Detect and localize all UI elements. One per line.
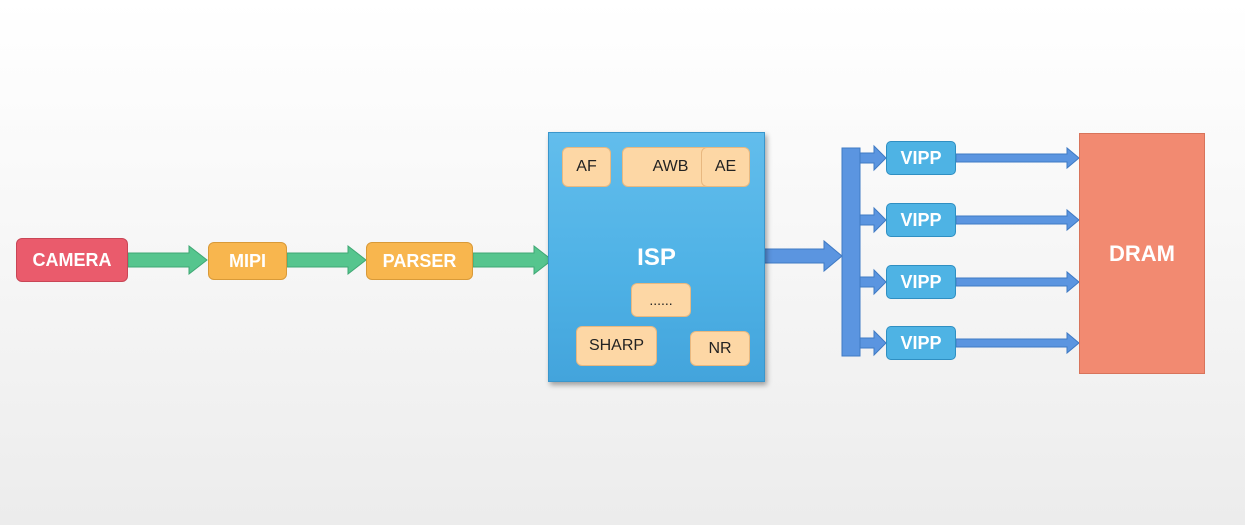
arrow-bus-to-vipp-2	[859, 206, 887, 234]
vipp-label-1: VIPP	[900, 147, 942, 168]
arrow-bus-to-vipp-3	[859, 268, 887, 296]
mipi-label: MIPI	[228, 250, 266, 271]
arrow-camera-to-mipi	[127, 244, 208, 276]
isp-module-ae: AE	[701, 147, 750, 187]
isp-label: ISP	[637, 244, 676, 271]
vipp-node-4: VIPP	[886, 326, 956, 360]
vipp-label-4: VIPP	[900, 332, 942, 353]
isp-module-nr: NR	[690, 331, 750, 366]
sharp-label: SHARP	[588, 337, 645, 354]
distribution-bus	[841, 147, 861, 357]
arrow-bus-to-vipp-1	[859, 144, 887, 172]
arrow-bus-to-vipp-4	[859, 329, 887, 357]
isp-module-af: AF	[562, 147, 611, 187]
ae-label: AE	[714, 158, 737, 175]
arrow-vipp-3-to-dram	[955, 270, 1080, 294]
vipp-node-3: VIPP	[886, 265, 956, 299]
dram-label: DRAM	[1109, 240, 1175, 266]
arrow-vipp-2-to-dram	[955, 208, 1080, 232]
dram-node: DRAM	[1079, 133, 1205, 374]
isp-module-sharp: SHARP	[576, 326, 657, 366]
isp-block: AF AWB AE ISP ...... SHARP NR	[548, 132, 765, 382]
more-label: ......	[649, 292, 673, 308]
parser-node: PARSER	[366, 242, 473, 280]
arrow-vipp-4-to-dram	[955, 331, 1080, 355]
vipp-label-3: VIPP	[900, 271, 942, 292]
isp-module-more: ......	[631, 283, 691, 317]
arrow-isp-to-bus	[762, 239, 843, 273]
arrow-vipp-1-to-dram	[955, 146, 1080, 170]
mipi-node: MIPI	[208, 242, 287, 280]
camera-node: CAMERA	[16, 238, 128, 282]
awb-label: AWB	[652, 158, 689, 175]
vipp-label-2: VIPP	[900, 209, 942, 230]
vipp-node-1: VIPP	[886, 141, 956, 175]
arrow-parser-to-isp	[472, 244, 553, 276]
parser-label: PARSER	[382, 250, 457, 271]
arrow-mipi-to-parser	[286, 244, 367, 276]
camera-label: CAMERA	[32, 249, 112, 270]
af-label: AF	[576, 158, 597, 175]
nr-label: NR	[708, 339, 732, 357]
vipp-node-2: VIPP	[886, 203, 956, 237]
